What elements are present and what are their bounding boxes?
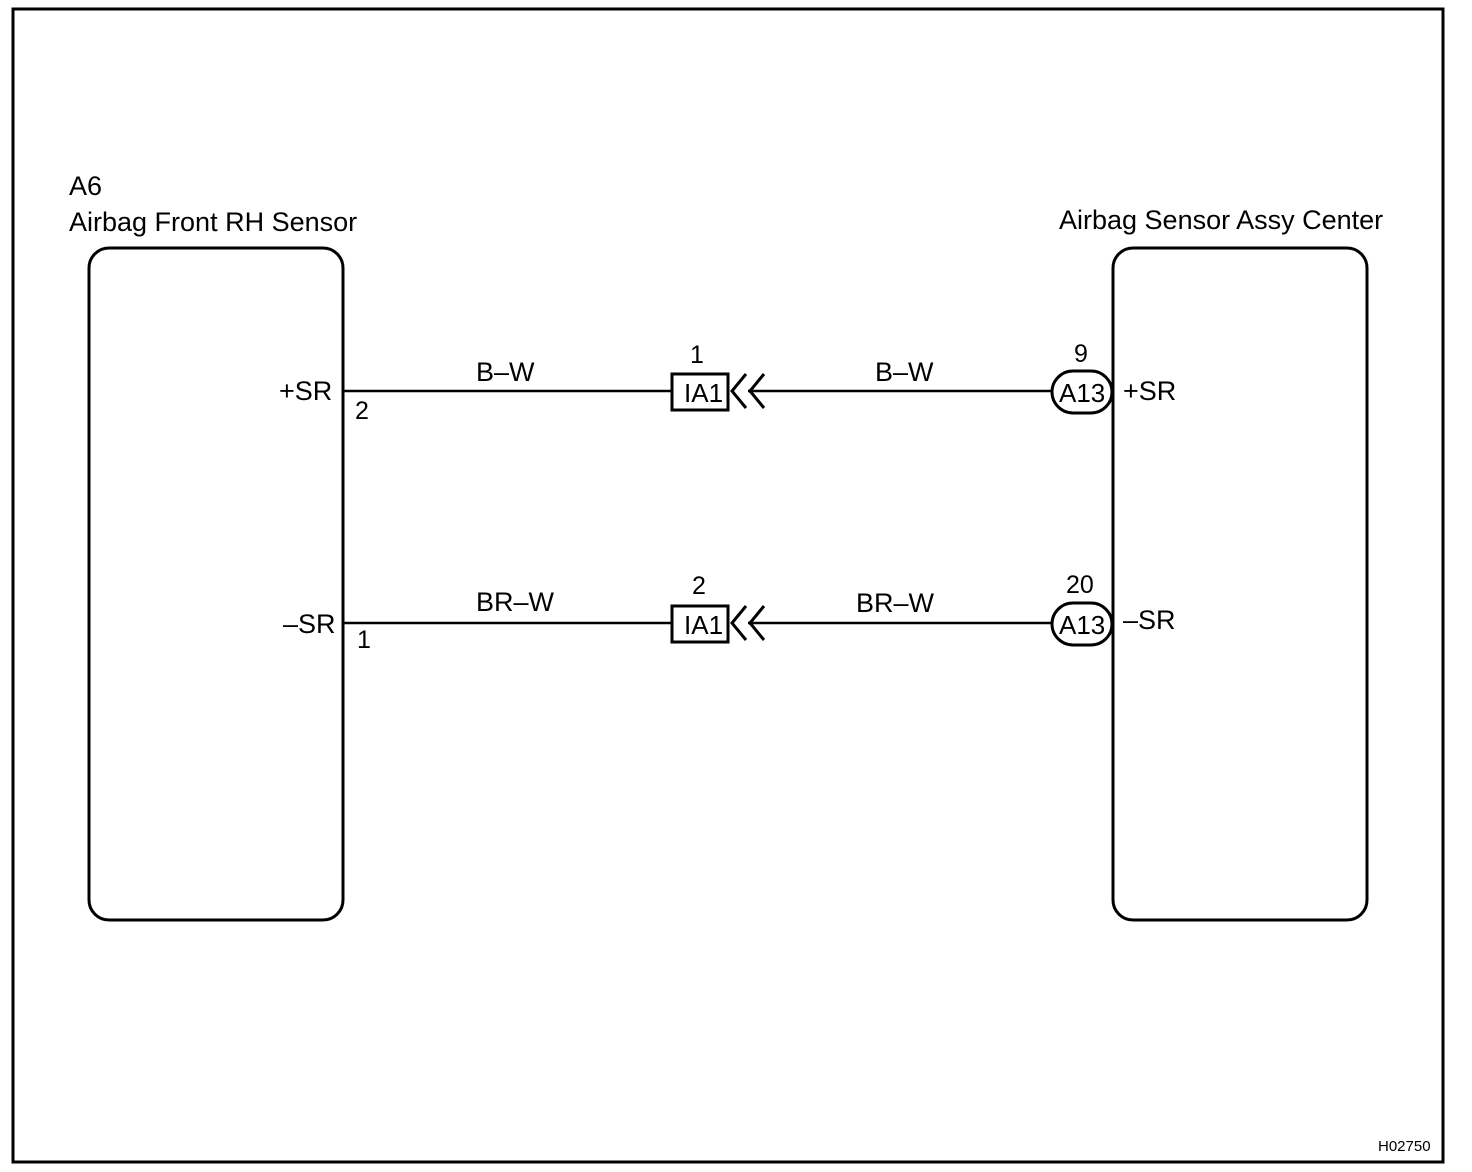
- left-terminal-name-1: +SR: [279, 376, 333, 406]
- a13-pin-1: 9: [1074, 340, 1088, 368]
- connector-chevron-2: [730, 605, 766, 641]
- wire-1-left-color: B–W: [476, 357, 535, 387]
- left-component-code: A6: [69, 171, 103, 201]
- left-terminal-pin-2: 1: [357, 626, 371, 654]
- wire-1-right-color: B–W: [875, 357, 934, 387]
- left-terminal-pin-1: 2: [355, 397, 369, 425]
- right-component-name: Airbag Sensor Assy Center: [1059, 205, 1384, 235]
- airbag-front-rh-sensor-box: [87, 246, 345, 922]
- junction-label-1: IA1: [684, 378, 724, 408]
- connector-a13-oval-2: [1050, 601, 1114, 647]
- left-component-name: Airbag Front RH Sensor: [69, 207, 358, 237]
- wire-2-left-color: BR–W: [476, 587, 555, 617]
- a13-label-2: A13: [1059, 610, 1106, 640]
- connector-chevron-1: [730, 373, 766, 409]
- wire-2-right-color: BR–W: [856, 588, 935, 618]
- right-terminal-name-2: –SR: [1123, 605, 1176, 635]
- diagram-frame: [11, 7, 1445, 1164]
- junction-pin-2: 2: [692, 572, 706, 600]
- connector-a13-oval-1: [1050, 369, 1114, 415]
- junction-ia1-box-2: [670, 604, 730, 644]
- left-terminal-name-2: –SR: [283, 609, 336, 639]
- a13-label-1: A13: [1059, 378, 1106, 408]
- airbag-sensor-assy-center-box: [1111, 246, 1369, 922]
- a13-pin-2: 20: [1066, 571, 1094, 599]
- junction-label-2: IA1: [684, 610, 724, 640]
- junction-ia1-box-1: [670, 372, 730, 412]
- figure-code: H02750: [1378, 1138, 1431, 1155]
- junction-pin-1: 1: [690, 341, 704, 369]
- right-terminal-name-1: +SR: [1123, 376, 1177, 406]
